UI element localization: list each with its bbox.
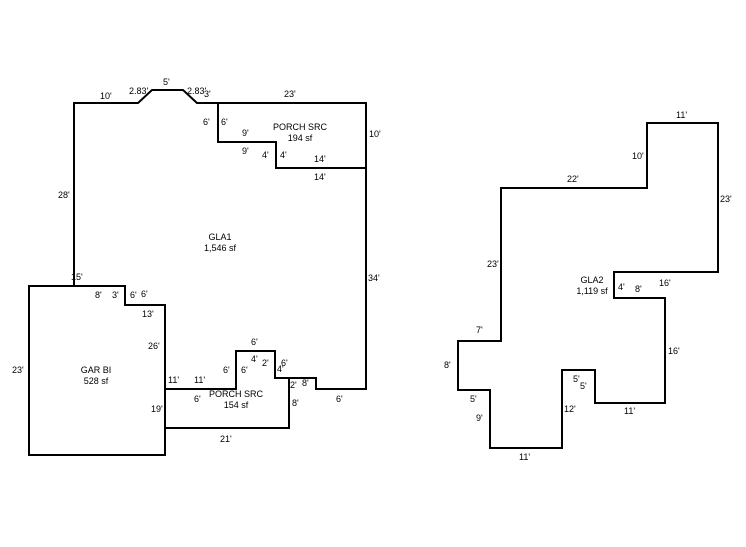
porch-src-2-name: PORCH SRC — [209, 389, 264, 399]
gla2-name: GLA2 — [580, 275, 603, 285]
dimension-label: 5' — [573, 374, 580, 384]
dimension-label: 23' — [487, 259, 499, 269]
gla1-name: GLA1 — [208, 232, 231, 242]
dimension-label: 11' — [194, 375, 205, 385]
dimension-label: 2' — [290, 380, 297, 390]
dimension-label: 19' — [151, 404, 163, 414]
dimension-label: 13' — [142, 309, 154, 319]
dimension-label: 16' — [668, 346, 680, 356]
dimension-label: 11' — [624, 406, 635, 416]
dimension-label: 6' — [336, 394, 343, 404]
dimension-label: 5' — [580, 381, 587, 391]
dimension-label: 23' — [284, 89, 296, 99]
dimension-label: 2' — [262, 358, 269, 368]
dimension-label: 4' — [280, 150, 287, 160]
dimension-label: 6' — [281, 358, 288, 368]
gla1-area: 1,546 sf — [204, 243, 237, 253]
dimension-label: 23' — [12, 365, 24, 375]
dimension-label: 6' — [251, 337, 258, 347]
dimension-label: 6' — [130, 290, 137, 300]
gar-bi-area: 528 sf — [84, 376, 109, 386]
dimension-label: 26' — [148, 341, 160, 351]
dimension-label: 9' — [476, 413, 483, 423]
dimension-label: 6' — [241, 365, 248, 375]
dimension-label: 4' — [251, 354, 258, 364]
dimension-label: 3' — [112, 290, 119, 300]
dimension-label: 9' — [242, 128, 249, 138]
gar-bi-name: GAR BI — [81, 365, 112, 375]
dimension-label: 14' — [314, 154, 326, 164]
dimension-label: 2.83' — [129, 86, 149, 96]
dimension-label: 11' — [168, 375, 179, 385]
dimension-label: 6' — [203, 117, 210, 127]
dimension-label: 21' — [220, 434, 232, 444]
dimension-label: 14' — [314, 172, 326, 182]
dimension-label: 11' — [519, 452, 530, 462]
gar-bi-outline — [28, 285, 166, 456]
dimension-label: 10' — [100, 91, 112, 101]
gla2-outline — [457, 122, 719, 449]
dimension-label: 5' — [470, 394, 477, 404]
dimension-label: 15' — [71, 272, 83, 282]
dimension-label: 16' — [659, 278, 671, 288]
porch-src-1-name: PORCH SRC — [273, 122, 328, 132]
dimension-label: 6' — [223, 365, 230, 375]
dimension-label: 10' — [632, 151, 644, 161]
porch-src-1-outline — [217, 103, 366, 169]
dimension-label: 5' — [163, 77, 170, 87]
porch-src-2-area: 154 sf — [224, 400, 249, 410]
dimension-label: 6' — [221, 117, 228, 127]
dimension-label: 6' — [141, 289, 148, 299]
dimension-label: 4' — [618, 282, 625, 292]
dimension-label: 11' — [676, 110, 687, 120]
dimension-label: 34' — [368, 273, 380, 283]
porch-src-2-outline — [165, 350, 290, 429]
dimension-label: 9' — [242, 146, 249, 156]
gla2-area: 1,119 sf — [576, 286, 608, 296]
dimension-label: 4' — [262, 150, 269, 160]
dimension-label: 12' — [564, 404, 576, 414]
dimension-label: 28' — [58, 190, 70, 200]
dimension-label: 3' — [204, 89, 211, 99]
dimension-label: 10' — [369, 129, 381, 139]
dimension-label: 2.83' — [187, 86, 207, 96]
dimension-label: 6' — [194, 394, 201, 404]
dimension-label: 23' — [720, 194, 732, 204]
dimension-label: 8' — [292, 398, 299, 408]
dimension-label: 4' — [277, 364, 284, 374]
dimension-label: 8' — [302, 378, 309, 388]
porch-src-1-area: 194 sf — [288, 133, 313, 143]
dimension-label: 7' — [476, 325, 483, 335]
dimension-label: 8' — [95, 290, 102, 300]
dimension-label: 8' — [635, 284, 642, 294]
dimension-label: 8' — [444, 360, 451, 370]
dimension-label: 22' — [567, 174, 579, 184]
